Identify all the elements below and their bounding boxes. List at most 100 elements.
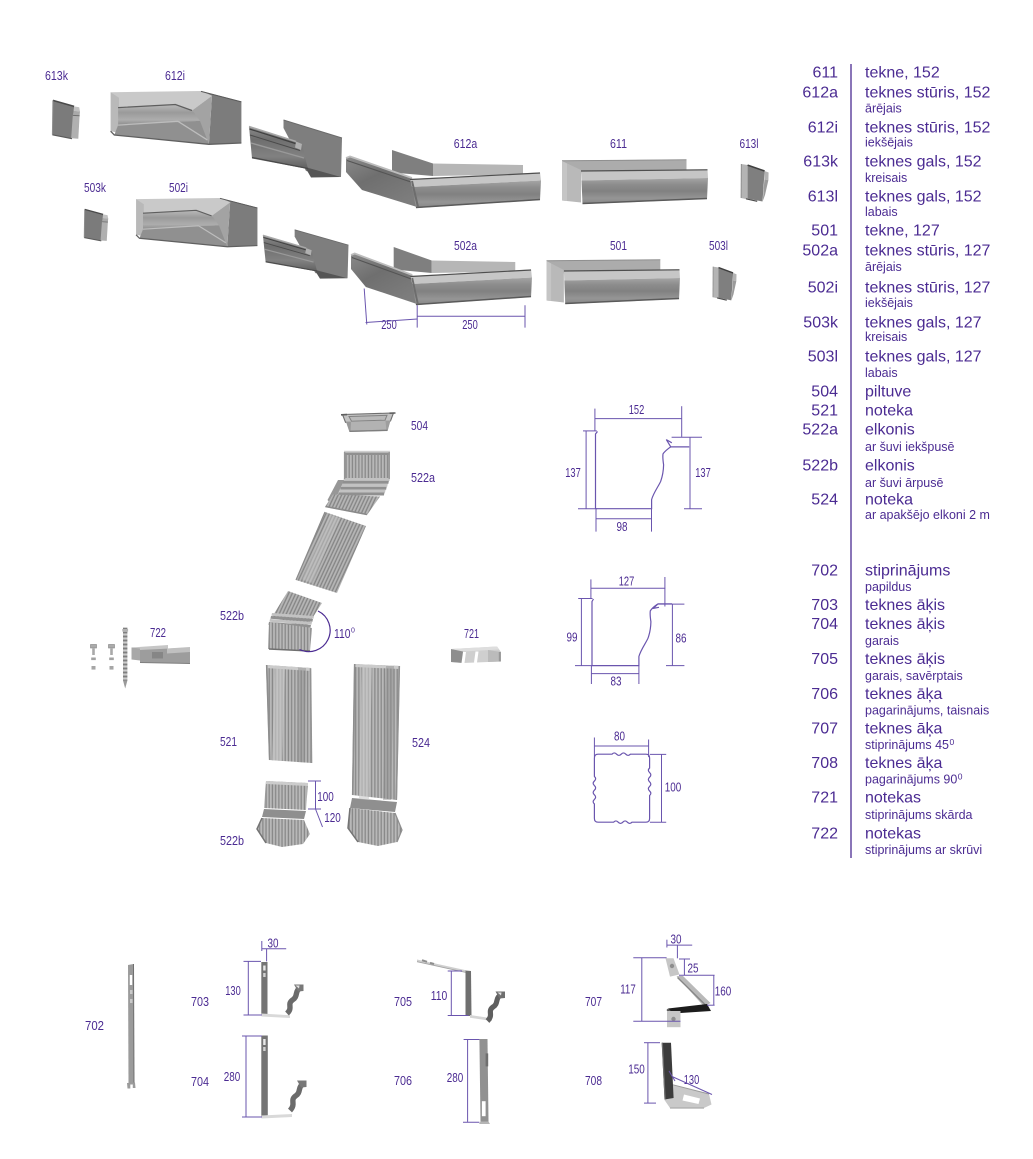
svg-text:502i: 502i [808,280,838,297]
svg-text:702: 702 [811,563,838,580]
svg-text:stiprinājums ar skrūvi: stiprinājums ar skrūvi [865,842,982,857]
svg-text:280: 280 [224,1070,241,1084]
svg-text:labais: labais [865,365,898,380]
svg-text:707: 707 [811,721,838,738]
svg-text:elkonis: elkonis [865,458,915,475]
svg-text:teknes stūris, 152: teknes stūris, 152 [865,85,991,102]
svg-text:501: 501 [811,223,838,240]
svg-text:705: 705 [811,651,838,668]
svg-text:kreisais: kreisais [865,329,908,344]
svg-text:117: 117 [620,983,636,997]
svg-text:garais: garais [865,633,899,648]
svg-text:522b: 522b [220,834,244,848]
svg-text:503k: 503k [84,181,107,195]
svg-text:137: 137 [565,466,581,480]
svg-text:ārējais: ārējais [865,101,902,116]
svg-text:703: 703 [191,995,209,1009]
svg-text:teknes gals, 127: teknes gals, 127 [865,315,982,332]
svg-text:524: 524 [412,736,430,750]
svg-text:703: 703 [811,597,838,614]
svg-text:524: 524 [811,492,838,509]
svg-text:teknes āķis: teknes āķis [865,651,945,668]
svg-text:stiprinājums skārda: stiprinājums skārda [865,807,973,822]
svg-text:702: 702 [85,1019,104,1033]
svg-text:teknes āķa: teknes āķa [865,721,942,738]
svg-text:0: 0 [351,628,355,635]
svg-text:721: 721 [811,790,838,807]
svg-text:teknes gals, 127: teknes gals, 127 [865,349,982,366]
svg-text:707: 707 [585,995,602,1009]
svg-text:721: 721 [464,627,479,641]
svg-text:612a: 612a [454,137,478,151]
svg-text:502a: 502a [454,239,477,253]
svg-text:137: 137 [695,466,711,480]
svg-text:522b: 522b [802,458,838,475]
svg-text:80: 80 [614,730,625,744]
svg-text:noteka: noteka [865,492,913,509]
svg-text:612a: 612a [802,85,838,102]
svg-text:25: 25 [688,962,699,976]
svg-text:280: 280 [447,1071,464,1085]
svg-text:705: 705 [394,995,412,1009]
svg-text:504: 504 [411,419,428,433]
svg-text:30: 30 [268,937,279,951]
svg-text:99: 99 [567,631,578,645]
svg-text:503l: 503l [709,239,728,253]
svg-text:152: 152 [629,403,645,417]
svg-text:522a: 522a [411,471,435,485]
svg-text:ar šuvi iekšpusē: ar šuvi iekšpusē [865,439,955,454]
svg-text:708: 708 [585,1074,602,1088]
svg-text:pagarinājums, taisnais: pagarinājums, taisnais [865,703,990,718]
svg-text:160: 160 [715,985,732,999]
svg-text:611: 611 [610,137,627,151]
svg-text:100: 100 [317,790,334,804]
svg-text:521: 521 [220,735,237,749]
svg-text:tekne, 152: tekne, 152 [865,65,940,82]
svg-text:iekšējais: iekšējais [865,135,913,150]
svg-text:pagarinājums 90: pagarinājums 90 [865,772,957,787]
svg-text:teknes āķa: teknes āķa [865,686,942,703]
svg-text:notekas: notekas [865,790,921,807]
svg-text:teknes stūris, 127: teknes stūris, 127 [865,243,991,260]
svg-text:611: 611 [812,65,838,82]
svg-text:501: 501 [610,239,627,253]
svg-text:98: 98 [617,520,628,534]
svg-text:503l: 503l [808,349,838,366]
svg-text:teknes āķis: teknes āķis [865,597,945,614]
svg-text:garais, savērptais: garais, savērptais [865,668,963,683]
svg-text:110: 110 [431,989,448,1003]
svg-text:708: 708 [811,755,838,772]
svg-text:piltuve: piltuve [865,384,911,401]
svg-text:722: 722 [811,826,838,843]
svg-text:teknes āķa: teknes āķa [865,755,942,772]
svg-text:521: 521 [811,403,838,420]
svg-text:613k: 613k [803,154,839,171]
svg-text:83: 83 [611,675,622,689]
svg-text:100: 100 [665,781,682,795]
svg-text:522b: 522b [220,609,244,623]
svg-text:noteka: noteka [865,403,913,420]
svg-text:522a: 522a [802,422,838,439]
svg-text:ar apakšējo elkoni 2 m: ar apakšējo elkoni 2 m [865,507,990,522]
svg-text:labais: labais [865,204,898,219]
svg-text:502i: 502i [169,181,188,195]
svg-text:0: 0 [958,772,963,782]
svg-text:teknes gals, 152: teknes gals, 152 [865,189,982,206]
svg-text:tekne, 127: tekne, 127 [865,223,940,240]
svg-text:110: 110 [334,627,351,641]
svg-text:elkonis: elkonis [865,422,915,439]
svg-text:612i: 612i [808,120,838,137]
svg-text:150: 150 [628,1063,645,1077]
svg-text:130: 130 [225,984,241,998]
svg-text:papildus: papildus [865,579,912,594]
svg-text:iekšējais: iekšējais [865,295,913,310]
svg-text:503k: 503k [803,315,839,332]
svg-text:704: 704 [811,616,838,633]
svg-text:127: 127 [619,575,635,589]
svg-text:504: 504 [811,384,838,401]
svg-text:kreisais: kreisais [865,170,908,185]
svg-text:502a: 502a [802,243,838,260]
svg-text:250: 250 [462,318,478,332]
svg-text:stiprinājums 45: stiprinājums 45 [865,737,949,752]
svg-text:613l: 613l [808,189,838,206]
